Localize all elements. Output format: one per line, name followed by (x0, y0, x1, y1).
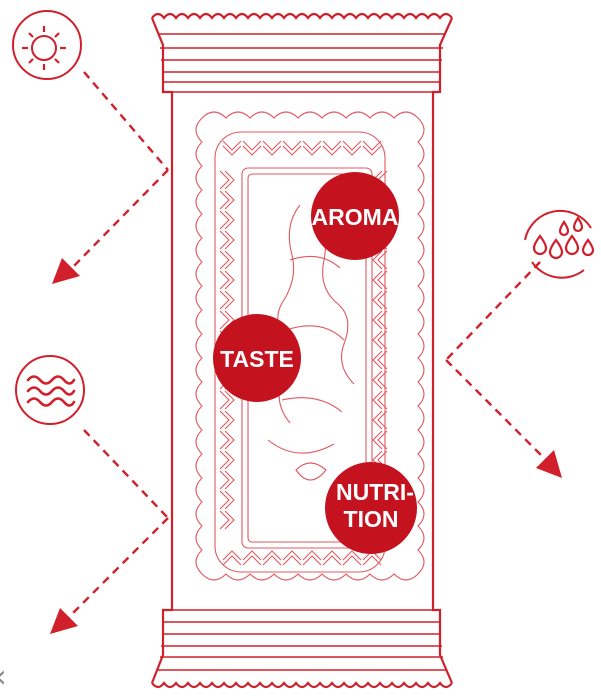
nutrition-label-line1: NUTRI- (336, 479, 414, 505)
rim-chevron (372, 310, 388, 330)
rim-chevron (372, 390, 388, 410)
rim-chevron (219, 450, 235, 470)
rim-chevron (219, 170, 235, 190)
bottom-seal-stripes (158, 609, 446, 671)
rim-chevron (322, 550, 342, 566)
nutrition-badge: NUTRI- TION (325, 462, 417, 554)
biscuit-outline (195, 111, 425, 581)
waves-arrowhead (50, 608, 78, 634)
rim-chevron (372, 290, 388, 310)
rim-chevron (242, 140, 262, 156)
rim-chevron (342, 550, 362, 566)
rim-chevron (219, 250, 235, 270)
top-seal-stripes (158, 33, 446, 93)
rim-chevron (372, 350, 388, 370)
sun-arrow-in (83, 71, 169, 171)
rim-chevron (372, 330, 388, 350)
rim-chevron (219, 490, 235, 510)
rim-chevron (219, 190, 235, 210)
rim-chevron (342, 140, 362, 156)
sun-arrow-out (69, 169, 169, 271)
arrow-heads (50, 258, 562, 634)
aroma-badge: AROMA (311, 172, 399, 260)
rim-chevron (219, 290, 235, 310)
rim-chevron (372, 410, 388, 430)
droplets-arrowhead (536, 450, 562, 478)
arrows (67, 71, 547, 619)
droplets-arrow-out (445, 359, 547, 461)
waves-arrow-out (67, 517, 169, 619)
rim-chevron (302, 550, 322, 566)
aroma-label: AROMA (312, 204, 399, 230)
rim-chevron (372, 370, 388, 390)
rim-chevron (222, 140, 242, 156)
rim-chevron (219, 510, 235, 530)
rim-chevron (222, 550, 242, 566)
rim-chevron (372, 270, 388, 290)
bottom-crimp (151, 681, 453, 689)
rim-chevron (262, 140, 282, 156)
rim-chevron (219, 230, 235, 250)
rim-chevron (219, 210, 235, 230)
rim-chevron (262, 550, 282, 566)
droplets-arrow-in (445, 261, 541, 361)
rim-chevron (282, 550, 302, 566)
rim-chevron (219, 430, 235, 450)
wrapper-left-edge (150, 17, 174, 684)
wrapper-right-edge (431, 17, 454, 684)
rim-chevron (282, 140, 302, 156)
package-wrapper (150, 12, 454, 689)
waves-arrow-in (83, 429, 169, 519)
sun-icon (12, 10, 82, 80)
rim-chevron (219, 410, 235, 430)
biscuit-scalloped-edge (195, 111, 425, 581)
rim-chevron (372, 430, 388, 450)
taste-badge: TASTE (213, 314, 301, 402)
taste-label: TASTE (220, 346, 294, 372)
sun-arrowhead (52, 258, 80, 284)
rim-chevron (242, 550, 262, 566)
nutrition-label-line2: TION (344, 506, 399, 532)
waves-icon (15, 355, 85, 425)
corner-chevron-icon[interactable]: ‹ (0, 660, 7, 692)
rim-chevron (372, 250, 388, 270)
rim-chevron (362, 140, 382, 156)
rim-chevron (219, 270, 235, 290)
rim-chevron (219, 470, 235, 490)
droplets-icon (524, 209, 595, 279)
rim-chevron (219, 390, 235, 410)
rim-chevron (302, 140, 322, 156)
rim-chevron (322, 140, 342, 156)
top-crimp (151, 12, 453, 20)
